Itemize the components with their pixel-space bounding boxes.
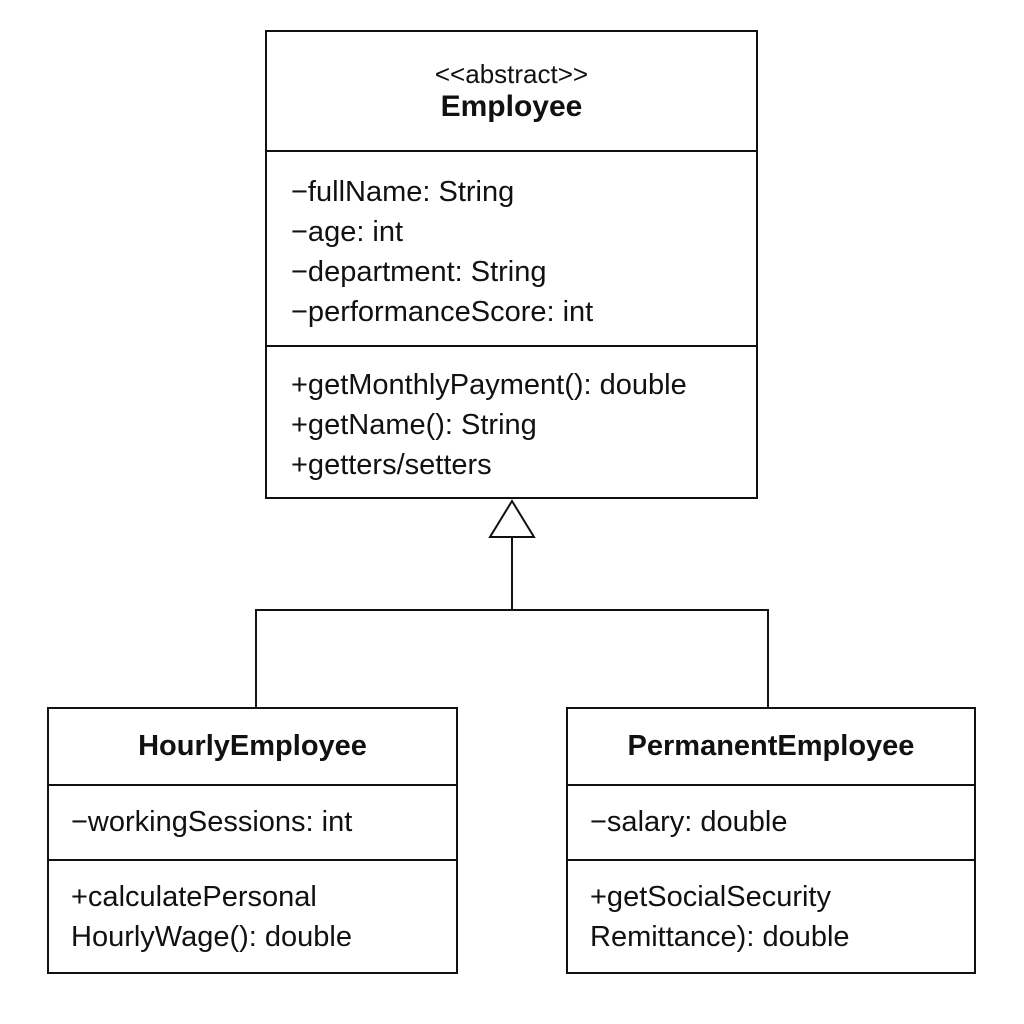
hourly-employee-class-name: HourlyEmployee — [138, 730, 367, 762]
permanent-employee-operations: +getSocialSecurity Remittance): double — [568, 859, 974, 957]
hourly-employee-operation: +calculatePersonal — [71, 881, 317, 913]
hourly-employee-operations: +calculatePersonal HourlyWage(): double — [49, 859, 456, 957]
employee-operations: +getMonthlyPayment(): double +getName():… — [267, 345, 756, 485]
employee-class-box: <<abstract>> Employee −fullName: String … — [265, 30, 758, 499]
permanent-employee-operation: +getSocialSecurity — [590, 881, 831, 913]
employee-stereotype: <<abstract>> — [434, 59, 589, 89]
hourly-employee-attributes: −workingSessions: int — [49, 784, 456, 859]
hourly-employee-operation: HourlyWage(): double — [71, 921, 352, 953]
permanent-employee-class-box: PermanentEmployee −salary: double +getSo… — [566, 707, 976, 974]
hourly-inheritance-line — [255, 609, 512, 707]
employee-class-name: Employee — [440, 90, 583, 123]
employee-attribute: −department: String — [291, 256, 547, 288]
permanent-employee-attributes: −salary: double — [568, 784, 974, 859]
permanent-inheritance-line — [512, 609, 769, 707]
hourly-employee-attribute: −workingSessions: int — [71, 806, 353, 838]
hourly-employee-class-box: HourlyEmployee −workingSessions: int +ca… — [47, 707, 458, 974]
employee-attribute: −performanceScore: int — [291, 296, 594, 328]
employee-attribute: −fullName: String — [291, 176, 515, 208]
employee-operation: +getName(): String — [291, 409, 537, 441]
employee-operation: +getters/setters — [291, 449, 492, 481]
permanent-employee-class-name: PermanentEmployee — [627, 730, 915, 762]
employee-attribute: −age: int — [291, 216, 404, 248]
employee-operation: +getMonthlyPayment(): double — [291, 369, 687, 401]
employee-class-header: <<abstract>> Employee — [267, 32, 756, 150]
permanent-employee-attribute: −salary: double — [590, 806, 788, 838]
permanent-employee-operation: Remittance): double — [590, 921, 850, 953]
generalization-arrowhead — [488, 499, 536, 538]
employee-attributes: −fullName: String −age: int −department:… — [267, 150, 756, 345]
